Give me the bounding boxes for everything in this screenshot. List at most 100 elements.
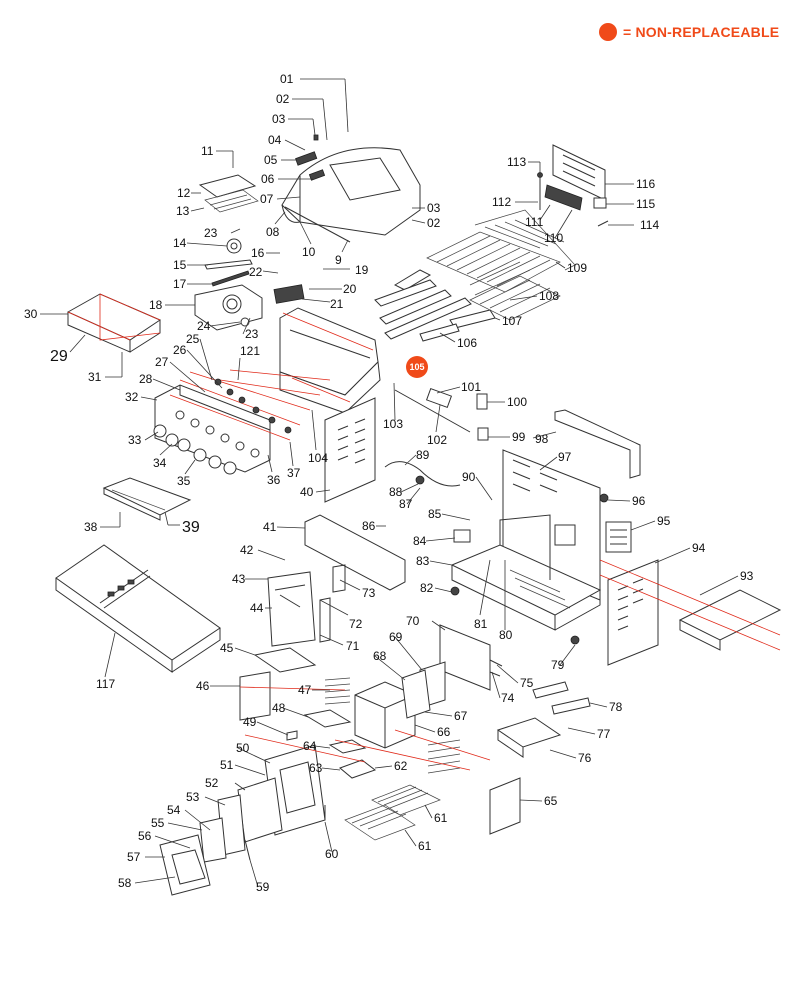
callout-label: 03 — [427, 201, 441, 215]
callout-label: 33 — [128, 433, 142, 447]
callout-label: 58 — [118, 876, 132, 890]
callout-label: 86 — [362, 519, 376, 533]
callout-label: 12 — [177, 186, 191, 200]
callout-label: 105 — [409, 362, 424, 372]
callout-label: 79 — [551, 658, 565, 672]
callout-label: 25 — [186, 332, 200, 346]
callout-label: 106 — [457, 336, 477, 350]
part-drawings — [55, 134, 782, 896]
part-side-burner — [194, 174, 305, 331]
callout-label: 63 — [309, 761, 323, 775]
callout-label: 14 — [173, 236, 187, 250]
callout-label: 53 — [186, 790, 200, 804]
callout-label: 55 — [151, 816, 165, 830]
callout-label: 61 — [434, 811, 448, 825]
part-front-rail — [304, 514, 406, 591]
callout-label: 46 — [196, 679, 210, 693]
callout-label: 50 — [236, 741, 250, 755]
callout-label: 44 — [250, 601, 264, 615]
callout-label: 81 — [474, 617, 488, 631]
callout-label: 02 — [276, 92, 290, 106]
callout-label: 110 — [544, 231, 563, 245]
part-hood — [281, 147, 421, 236]
callout-label: 71 — [346, 639, 360, 653]
callout-label: 03 — [272, 112, 286, 126]
callout-label: 97 — [558, 450, 572, 464]
callout-label: 31 — [88, 370, 102, 384]
part-rear-panel — [537, 144, 609, 227]
part-burners — [374, 269, 496, 342]
callout-label: 34 — [153, 456, 167, 470]
callout-label: 19 — [355, 263, 369, 277]
callout-label: 61 — [418, 839, 432, 853]
callout-label: 32 — [125, 390, 139, 404]
callout-label: 24 — [197, 319, 211, 333]
callout-label: 30 — [24, 307, 38, 321]
callout-label: 43 — [232, 572, 246, 586]
callout-label: 41 — [263, 520, 277, 534]
callout-label: 05 — [264, 153, 278, 167]
callout-label: 103 — [383, 417, 403, 431]
callout-label: 62 — [394, 759, 408, 773]
callout-label: 76 — [578, 751, 592, 765]
callout-label: 96 — [632, 494, 646, 508]
callout-label: 39 — [182, 519, 200, 536]
callout-label: 23 — [245, 327, 259, 341]
part-gas-hose — [384, 461, 461, 487]
callout-label: 121 — [240, 344, 260, 358]
callout-label: 56 — [138, 829, 152, 843]
legend-text: = NON-REPLACEABLE — [623, 24, 780, 40]
callout-label: 20 — [343, 282, 357, 296]
callout-label: 51 — [220, 758, 234, 772]
callout-label: 45 — [220, 641, 234, 655]
callout-label: 89 — [416, 448, 430, 462]
callout-label: 80 — [499, 628, 513, 642]
callout-label: 78 — [609, 700, 623, 714]
callout-label: 117 — [96, 677, 115, 691]
callout-label: 04 — [268, 133, 282, 147]
callout-label: 35 — [177, 474, 191, 488]
callout-label: 107 — [502, 314, 522, 328]
callout-label: 77 — [597, 727, 611, 741]
callout-label: 100 — [507, 395, 527, 409]
callout-label: 08 — [266, 225, 280, 239]
part-magnet — [332, 564, 346, 593]
callout-label: 95 — [657, 514, 671, 528]
part-drip-tray — [102, 477, 192, 521]
part-control-panel — [153, 369, 331, 475]
callout-label: 17 — [173, 277, 187, 291]
part-screw — [313, 134, 319, 141]
callout-label: 73 — [362, 586, 376, 600]
callout-label: 109 — [567, 261, 587, 275]
callout-label: 27 — [155, 355, 169, 369]
callout-label: 01 — [280, 72, 294, 86]
callout-label: 02 — [427, 216, 441, 230]
callout-label: 49 — [243, 715, 257, 729]
callout-label: 112 — [492, 195, 511, 209]
callout-label: 72 — [349, 617, 363, 631]
callout-label: 23 — [204, 226, 218, 240]
callout-label: 113 — [507, 155, 526, 169]
callout-label: 93 — [740, 569, 754, 583]
callout-label: 69 — [389, 630, 403, 644]
callout-label: 10 — [302, 245, 316, 259]
callout-label: 59 — [256, 880, 270, 894]
part-handle-bar — [284, 206, 351, 243]
callout-label: 88 — [389, 485, 403, 499]
callout-label: 48 — [272, 701, 286, 715]
callout-label: 13 — [176, 204, 190, 218]
part-left-door — [267, 571, 331, 647]
callout-label: 22 — [249, 265, 263, 279]
callout-label: 68 — [373, 649, 387, 663]
callout-label: 15 — [173, 258, 187, 272]
callout-label: 57 — [127, 850, 141, 864]
part-side-shelf-left — [66, 293, 162, 353]
callout-label: 82 — [420, 581, 434, 595]
callout-label: 65 — [544, 794, 558, 808]
callout-label: 37 — [287, 466, 301, 480]
part-cooking-grates — [426, 209, 576, 321]
callout-label: 85 — [428, 507, 442, 521]
callout-label: 115 — [636, 197, 655, 211]
part-firebox — [279, 307, 381, 414]
